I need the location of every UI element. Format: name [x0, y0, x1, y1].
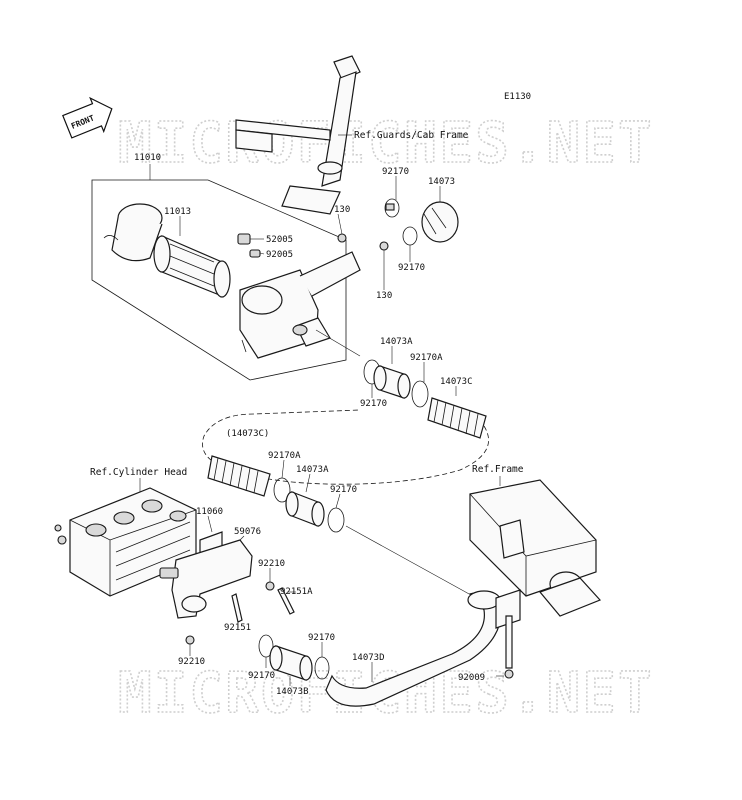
- part-52005: [237, 233, 251, 245]
- air-cleaner-body: [239, 251, 361, 359]
- ref-guards-cab-frame: Ref.Guards/Cab Frame: [354, 130, 469, 141]
- watermark-top: MICROFICHES.NET: [118, 111, 654, 176]
- clamp-92170-lower: [327, 507, 345, 533]
- air-cleaner-group-outline: [91, 179, 347, 381]
- intake-manifold-59076: [159, 539, 253, 619]
- label-92005: 92005: [266, 250, 293, 260]
- hose-14073A-upper: [373, 365, 411, 399]
- label-11060: 11060: [196, 507, 223, 517]
- air-cleaner-cap: [103, 203, 163, 262]
- part-92005: [249, 249, 261, 258]
- intake-pipe-14073D: [325, 590, 502, 707]
- label-14073: 14073: [428, 177, 455, 187]
- label-14073B: 14073B: [276, 687, 309, 697]
- ref-cylinder-head: Ref.Cylinder Head: [90, 467, 187, 478]
- label-92170A-upper: 92170A: [410, 353, 443, 363]
- cab-frame-bracket: [235, 55, 361, 215]
- label-92170-top1: 92170: [382, 167, 409, 177]
- bellows-14073C-ref: [207, 455, 271, 497]
- label-92210-b: 92210: [178, 657, 205, 667]
- bolt-92151: [231, 593, 243, 623]
- label-14073A-upper: 14073A: [380, 337, 413, 347]
- nut-92210-b: [185, 635, 195, 645]
- bolt-130-a: [337, 233, 347, 243]
- label-14073A-lower: 14073A: [296, 465, 329, 475]
- hose-14073A-lower: [285, 491, 325, 527]
- label-92170-mid: 92170: [360, 399, 387, 409]
- label-11013: 11013: [164, 207, 191, 217]
- clamp-92170A-upper: [411, 380, 429, 408]
- nut-92210-a: [265, 581, 275, 591]
- label-59076: 59076: [234, 527, 261, 537]
- label-92170-bottom2: 92170: [308, 633, 335, 643]
- label-92151A: 92151A: [280, 587, 313, 597]
- label-92210-a: 92210: [258, 559, 285, 569]
- clamp-92170-top2: [402, 226, 418, 246]
- label-92170-top2: 92170: [398, 263, 425, 273]
- label-92170A-lower: 92170A: [268, 451, 301, 461]
- bolt-130-b: [379, 241, 389, 251]
- front-arrow-icon: FRONT: [62, 96, 113, 139]
- label-92009: 92009: [458, 673, 485, 683]
- bolt-92009: [505, 615, 513, 669]
- label-130-a: 130: [334, 205, 350, 215]
- label-92151: 92151: [224, 623, 251, 633]
- label-14073C: 14073C: [440, 377, 473, 387]
- reference-loop: [202, 409, 489, 485]
- label-11010: 11010: [134, 153, 161, 163]
- label-92170-bottom1: 92170: [248, 671, 275, 681]
- intake-hose-14073: [421, 201, 459, 243]
- label-14073C-ref: (14073C): [226, 429, 269, 439]
- bolt-92151A: [277, 587, 295, 615]
- label-130-b: 130: [376, 291, 392, 301]
- label-52005: 52005: [266, 235, 293, 245]
- clamp-92170-top1: [384, 198, 400, 218]
- label-14073D: 14073D: [352, 653, 385, 663]
- ref-frame: Ref.Frame: [472, 464, 524, 475]
- frame-member: [469, 479, 602, 629]
- hose-14073B: [269, 645, 313, 681]
- bellows-14073C: [427, 397, 487, 439]
- filter-element: [153, 235, 231, 298]
- label-92170-lower: 92170: [330, 485, 357, 495]
- diagram-code: E1130: [504, 92, 531, 102]
